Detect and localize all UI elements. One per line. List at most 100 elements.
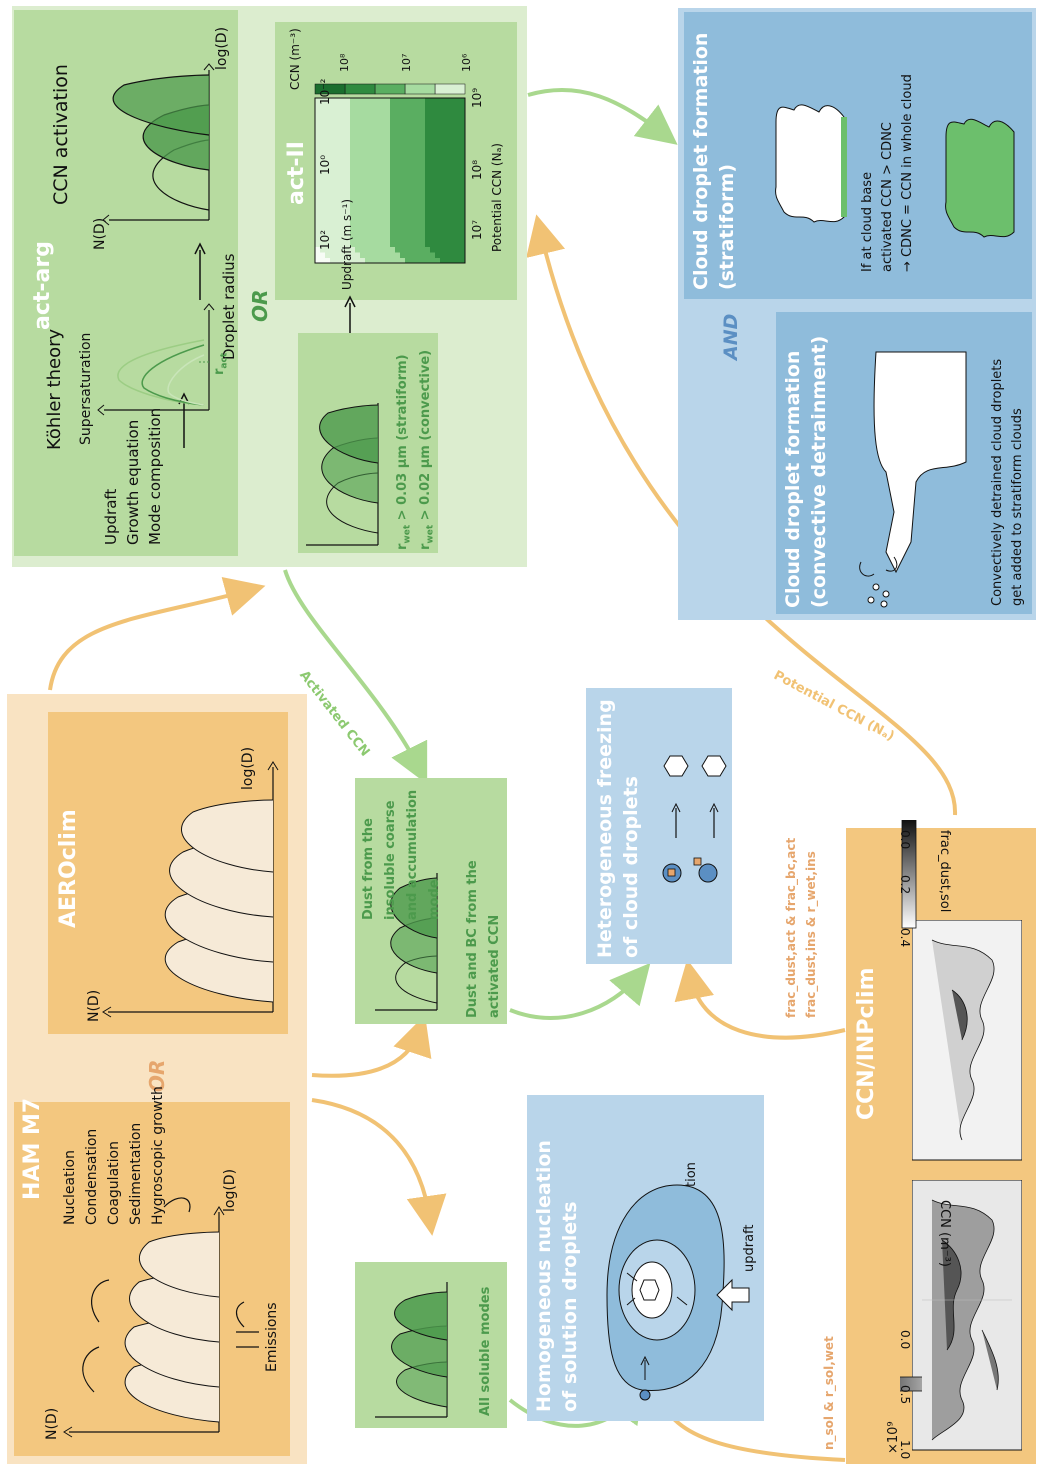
heatmap-cell (460, 252, 466, 258)
heatmap-cell (355, 180, 361, 187)
heatmap-cell (315, 230, 321, 236)
heatmap-cell (315, 186, 321, 192)
heatmap-cell (400, 169, 406, 176)
heatmap-cell (385, 219, 391, 225)
heatmap-cell (390, 202, 396, 209)
heatmap-cell (325, 252, 331, 258)
rwet-convective-label: rwet > 0.02 μm (convective) (418, 349, 436, 550)
heatmap-cell (400, 252, 406, 258)
heatmap-cell (365, 246, 371, 253)
heatmap-cell (410, 136, 416, 143)
heatmap-cell (440, 246, 446, 253)
heatmap-cell (385, 103, 391, 110)
heatmap-cell (365, 153, 371, 159)
heatmap-cell (325, 246, 331, 253)
heatmap-cell (325, 109, 331, 115)
heatmap-cell (430, 153, 436, 159)
heatmap-cell (420, 246, 426, 253)
heatmap-cell (335, 103, 341, 110)
heatmap-cell (410, 131, 416, 137)
heatmap-cell (380, 257, 386, 264)
heatmap-cell (320, 230, 326, 236)
heatmap-cell (455, 219, 461, 225)
heatmap-cell (460, 235, 466, 242)
heatmap-cell (390, 103, 396, 110)
heatmap-cell (410, 169, 416, 176)
heatmap-cell (360, 224, 366, 231)
heatmap-cell (455, 142, 461, 148)
heatmap-cell (375, 103, 381, 110)
heatmap-cell (395, 224, 401, 231)
heatmap-cell (455, 235, 461, 242)
heatmap-cell (345, 208, 351, 214)
heatmap-cell (340, 169, 346, 176)
heatmap-cell (315, 103, 321, 110)
heatmap-cell (325, 241, 331, 247)
heatmap-cell (350, 98, 356, 104)
heatmap-cell (400, 114, 406, 121)
heatmap-cell (355, 164, 361, 170)
heatmap-cell (385, 230, 391, 236)
heatmap-cell (445, 125, 451, 132)
heatmap-cell (445, 169, 451, 176)
heatmap-cell (315, 125, 321, 132)
heatmap-cell (325, 235, 331, 242)
heatmap-cell (440, 114, 446, 121)
heatmap-cell (365, 131, 371, 137)
heatmap-cell (405, 219, 411, 225)
heatmap-cell (410, 164, 416, 170)
heatmap-cell (335, 175, 341, 181)
act-arg-graphics (97, 63, 215, 448)
heatmap-cell (435, 235, 441, 242)
heatmap-cell (365, 175, 371, 181)
heatmap-cell (315, 246, 321, 253)
heatmap-cell (320, 257, 326, 264)
heatmap-cell (350, 246, 356, 253)
heatmap-cell (370, 158, 376, 165)
heatmap-cell (390, 125, 396, 132)
heatmap-cell (325, 213, 331, 220)
heatmap-cell (425, 109, 431, 115)
heatmap-cell (460, 169, 466, 176)
heatmap-cell (430, 98, 436, 104)
heatmap-cell (315, 180, 321, 187)
heatmap-cell (325, 169, 331, 176)
heatmap-cell (350, 213, 356, 220)
heatmap-cell (415, 197, 421, 203)
heatmap-cell (390, 114, 396, 121)
heatmap-cell (420, 120, 426, 126)
heatmap-xtick-1: 10² (318, 229, 332, 250)
heatmap-cell (345, 175, 351, 181)
heatmap-cell (420, 219, 426, 225)
heatmap-cell (430, 252, 436, 258)
heatmap-cell (355, 213, 361, 220)
heatmap-cell (360, 136, 366, 143)
heatmap-cell (445, 186, 451, 192)
heatmap-cell (350, 142, 356, 148)
colorbar-tick-1: 10⁸ (338, 53, 351, 72)
heatmap-cell (435, 147, 441, 154)
heatmap-cell (375, 142, 381, 148)
heatmap-cell (455, 98, 461, 104)
heatmap-cell (345, 98, 351, 104)
heatmap-cell (380, 235, 386, 242)
heatmap-cell (330, 224, 336, 231)
heatmap-cell (330, 103, 336, 110)
heatmap-cell (330, 142, 336, 148)
heatmap-cell (425, 98, 431, 104)
heatmap-cell (435, 142, 441, 148)
heatmap-cell (460, 103, 466, 110)
heatmap-cell (420, 147, 426, 154)
heatmap-cell (330, 114, 336, 121)
heatmap-cell (350, 180, 356, 187)
heatmap-cell (460, 180, 466, 187)
heatmap-cell (325, 114, 331, 121)
heatmap-cell (340, 153, 346, 159)
heatmap-cell (380, 98, 386, 104)
heatmap-cell (335, 180, 341, 187)
heatmap-cell (345, 213, 351, 220)
heatmap-cell (410, 153, 416, 159)
heatmap-cell (340, 202, 346, 209)
heatmap-cell (385, 197, 391, 203)
heatmap-cell (350, 252, 356, 258)
